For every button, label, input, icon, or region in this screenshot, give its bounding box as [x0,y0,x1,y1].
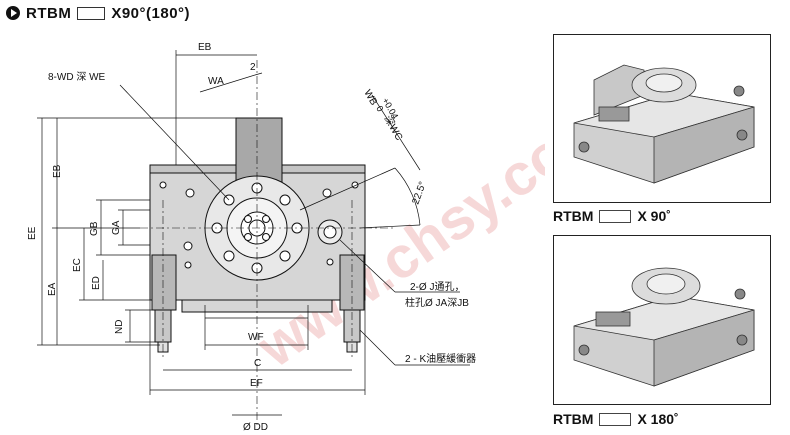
photo-panel-90 [553,34,771,203]
dim-dd: Ø DD [243,422,268,433]
caption-90-angle: X 90˚ [637,208,671,224]
title-bar: RTBM X90°(180°) [6,2,190,24]
variant-name: X90°(180°) [111,4,191,22]
caption-90-box [599,209,632,223]
dim-wb: WB [361,88,379,108]
series-name: RTBM [26,4,72,22]
play-bullet-icon [6,6,20,20]
note-counterbore: 柱孔Ø JA深JB [405,296,469,309]
caption-180: RTBM X 180˚ [553,411,679,427]
photo-panel-180 [553,235,771,405]
dim-eb-top: EB [198,42,212,53]
note-through-hole: 2-Ø J通孔， [410,281,464,293]
dim-gb: GB [89,221,100,236]
caption-180-series: RTBM [553,411,594,427]
dim-ee: EE [27,226,38,240]
dim-two: 2 [250,62,256,73]
dim-ec: EC [72,258,83,272]
dim-wd-depth: 8-WD 深 WE [48,71,106,83]
dim-wb-tolerance-low: 0 [374,104,385,113]
dim-eb-side: EB [52,164,63,178]
caption-180-box [599,412,632,426]
note-shock-absorber: 2 - K油壓緩衝器 [405,352,476,365]
dim-ed: ED [91,276,102,290]
option-box [77,6,106,20]
dim-ga: GA [111,220,122,235]
dim-ef: EF [250,378,263,389]
center-lines [140,60,395,425]
dim-wf: WF [248,332,264,343]
caption-90: RTBM X 90˚ [553,208,671,224]
actuator-90-illustration [573,64,755,184]
technical-drawing: www.chsy.com [27,42,545,433]
dim-wc: 深WC [381,114,405,143]
dim-nd: ND [114,320,125,334]
caption-90-series: RTBM [553,208,594,224]
dim-c: C [254,358,261,369]
dim-wa: WA [208,76,224,87]
actuator-180-illustration [573,267,755,387]
dim-ea: EA [47,282,58,296]
dimension-lines [37,50,470,416]
caption-180-angle: X 180˚ [637,411,679,427]
